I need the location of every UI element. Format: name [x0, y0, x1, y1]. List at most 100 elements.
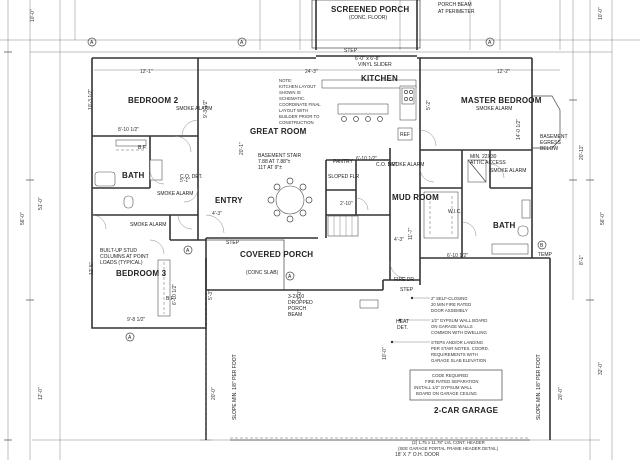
dim-porch-width-2: 3'-0": [297, 290, 303, 300]
bathtub-left: [94, 171, 116, 187]
kitchen-note-line-2: KITCHEN LAYOUT: [279, 84, 316, 89]
door-swings: [91, 119, 505, 279]
porch-beam-note: AT PERIMETER: [438, 9, 475, 15]
closet-bedroom2: [115, 139, 147, 147]
annotation-labels: 6'-0" x 6'-8" VINYL SLIDER SMOKE ALARM S…: [100, 56, 568, 420]
kitchen-note-line-7: BUILDER PRIOR TO: [279, 114, 320, 119]
heat-detector-label: HEAT: [396, 319, 409, 325]
dim-mud-width: 6'-10 1/2": [356, 156, 377, 162]
garage-steps: [359, 299, 379, 309]
slope-note-left: SLOPE MIN. 1/8" PER FOOT: [232, 354, 238, 420]
kitchen-note-line-6: LAYOUT WITH: [279, 108, 308, 113]
dim-bed2-width: 12'-1": [140, 69, 153, 75]
dim-small-e: 4'-3": [394, 237, 404, 243]
basement-egress-label-3: BELOW: [540, 146, 558, 152]
kitchen-note-line-1: NOTE:: [279, 78, 292, 83]
screened-porch-label: SCREENED PORCH: [331, 5, 409, 14]
garage-note1-line-1: 2" SELF-CLOSING: [431, 296, 468, 301]
garage-note3-line-4: GARAGE SLAB ELEVATION: [431, 358, 486, 363]
attic-access: ATTIC ACCESS: [470, 160, 506, 166]
kitchen-note: NOTE: KITCHEN LAYOUT SHOWN IS SCHEMATIC.…: [279, 78, 321, 125]
basement-stair-rise: 7.88 AT 7.88"±: [258, 159, 291, 165]
dropped-beam-label: 3-2X10: [288, 294, 304, 300]
step-label-garage: STEP: [400, 287, 414, 293]
covered-porch-note: (CONC SLAB): [246, 270, 279, 276]
garage-door-size: 18' X 7' O.H. DOOR: [395, 452, 440, 458]
step-label-porch: STEP: [226, 240, 240, 246]
smoke-alarm-master-bed: SMOKE ALARM: [476, 106, 512, 112]
section-marker-left: [87, 37, 97, 47]
section-marker-bottom-left-label: A: [128, 335, 132, 341]
section-marker-top-right-label: A: [488, 40, 492, 46]
co-det-hall: C.O. DET.: [180, 174, 203, 180]
screened-porch: SCREENED PORCH (CONC. FLOOR) PORCH BEAM …: [87, 0, 495, 54]
bedroom2-label: BEDROOM 2: [128, 96, 179, 105]
pantry-label: PANTRY: [333, 159, 353, 165]
mud-room-label: MUD ROOM: [392, 193, 439, 202]
built-up-stud-label-2: COLUMNS AT POINT: [100, 254, 149, 260]
section-marker-right-label: B: [540, 243, 544, 249]
toilet-right: [517, 225, 529, 237]
garage-note1-line-3: DOOR ASSEMBLY: [431, 308, 468, 313]
header-note-line-1: (2) 1.75 x 11.78" LVL CONT. HEADER: [412, 440, 485, 445]
kitchen-note-line-4: SCHEMATIC.: [279, 96, 305, 101]
dining-table: [275, 185, 305, 215]
section-marker-top-left: [237, 37, 247, 47]
fire-sep-line-2: FIRE RATED SEPARATION: [425, 379, 478, 384]
dim-outer-right: 32'-0": [598, 362, 604, 375]
attic-size: MIN. 22X30: [470, 154, 497, 160]
dim-bed3-height-2: 6'-10 1/2": [172, 284, 178, 305]
dim-right-c: 8'-1": [579, 255, 585, 265]
temp-label: TEMP: [538, 252, 553, 258]
toilet-left: [123, 195, 134, 209]
fixtures: REF: [94, 79, 531, 317]
interior-walls: [92, 58, 532, 280]
co-det-mud: C.O. DET.: [376, 162, 399, 168]
bath-left-label: BATH: [122, 171, 144, 180]
wic-label: W.I.C.: [448, 209, 462, 215]
dim-porch-width: 5'-3": [208, 290, 214, 300]
built-up-stud-label-3: LOADS (TYPICAL): [100, 260, 143, 266]
kitchen-island: [337, 103, 389, 115]
smoke-alarm-bedroom2: SMOKE ALARM: [176, 106, 212, 112]
dim-garage-height-2: 20'-0": [558, 387, 564, 400]
kitchen-note-line-8: CONSTRUCTION: [279, 120, 314, 125]
dimension-labels: 10'-0" 10'-0" 56'-0" 51'-0" 12'-0" 56'-0…: [20, 7, 606, 458]
great-room-label: GREAT ROOM: [250, 127, 307, 136]
dim-left-a: 10'-3 1/2": [88, 89, 94, 110]
section-marker-left-label: A: [90, 40, 94, 46]
dim-right-b: 20'-11": [579, 145, 585, 160]
garage-note3-line-1: STEPS AND/OR LANDING: [431, 340, 484, 345]
kitchen-note-line-3: SHOWN IS: [279, 90, 301, 95]
dim-garage-side: 10'-0": [382, 347, 388, 360]
dim-garage-side-2: 11'-7": [408, 227, 414, 240]
bedroom3-label: BEDROOM 3: [116, 269, 167, 278]
dim-bed3-width: 9'-8 1/2": [127, 317, 146, 323]
dim-left-b: 9'-3 1/2": [203, 99, 209, 118]
built-up-stud-label: BUILT-UP STUD: [100, 248, 137, 254]
dim-mid-left: 20'-1": [239, 142, 245, 155]
dropped-beam-label-4: BEAM: [288, 312, 302, 318]
vanity-right: [521, 199, 531, 219]
fire-sep-line-4: BOARD ON GARAGE CEILING: [416, 391, 478, 396]
dim-small-c: 2'-10": [340, 201, 353, 207]
covered-porch-label: COVERED PORCH: [240, 250, 313, 259]
bf-label-2: B.F.: [166, 296, 175, 302]
laundry-counter: [491, 243, 529, 255]
garage-note2-line-2: ON GARAGE WALLS: [431, 324, 473, 329]
dim-master-width: 12'-2": [497, 69, 510, 75]
garage-note2-line-3: COMMON WITH DWELLING: [431, 330, 488, 335]
ref-label: REF: [400, 132, 410, 138]
dim-right-a: 14'-0 1/2": [516, 119, 522, 140]
section-marker-porch: [285, 271, 295, 281]
dim-small-d: 6'-10 1/2": [447, 253, 468, 259]
smoke-alarm-master: SMOKE ALARM: [490, 168, 526, 174]
entry-label: ENTRY: [215, 196, 243, 205]
header-note-line-2: (SEE GARAGE PORTAL FRAME HEADER DETAIL): [398, 446, 499, 451]
dim-great-width: 24'-3": [305, 69, 318, 75]
garage-note1-line-2: 20 MIN FIRE RATED: [431, 302, 471, 307]
garage: CODE REQUIRED FIRE RATED SEPARATION INST…: [205, 257, 551, 451]
porch-beam-label: PORCH BEAM: [438, 2, 472, 8]
slider-size: 6'-0" x 6'-8": [355, 56, 380, 62]
